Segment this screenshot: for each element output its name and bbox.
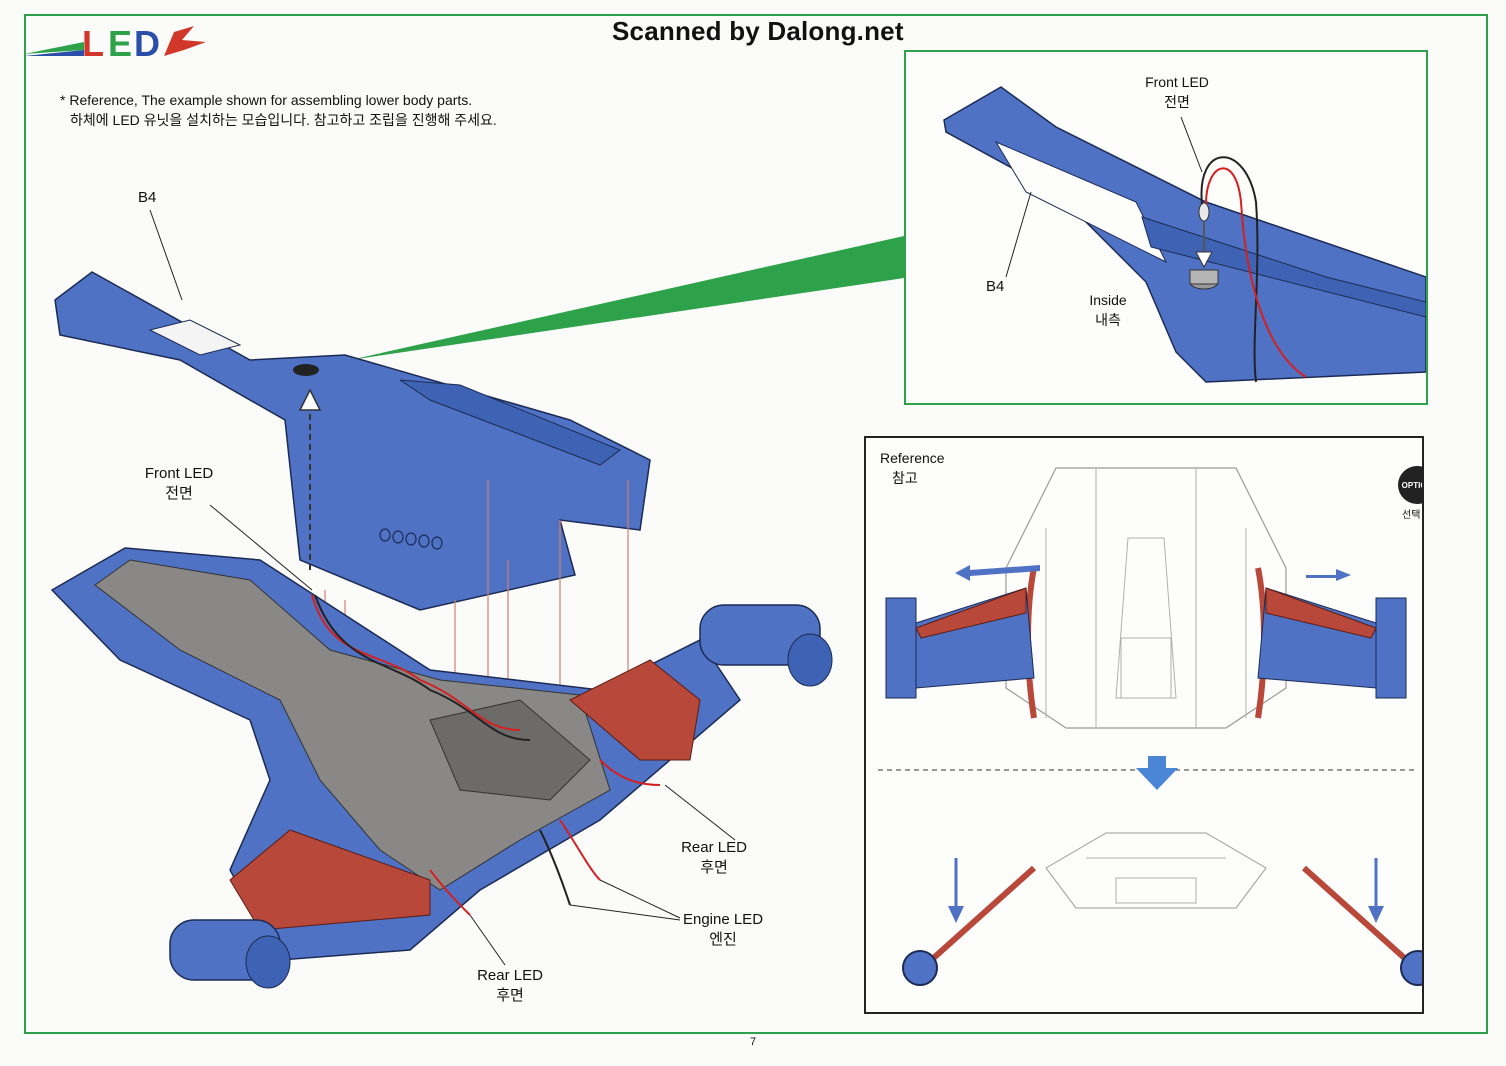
label-front-led: Front LED 전면	[132, 464, 226, 504]
inset-label-inside: Inside 내측	[1078, 290, 1138, 330]
label-rear-led-right-ko: 후면	[700, 859, 728, 876]
led-logo: L E D	[24, 23, 206, 64]
reference-diagram	[878, 467, 1422, 986]
reference-title-en: Reference	[880, 450, 945, 466]
label-b4: B4	[138, 189, 157, 206]
label-rear-led-bottom-ko: 후면	[496, 987, 524, 1004]
reference-note-ko: 하체에 LED 유닛을 설치하는 모습입니다. 참고하고 조립을 진행해 주세요…	[70, 112, 497, 128]
front-led-socket	[293, 364, 319, 376]
page-border	[24, 14, 1488, 1034]
svg-text:L: L	[82, 23, 104, 64]
option-label: 선택	[1402, 510, 1421, 521]
reference-box: Reference 참고 OPTION 선택	[864, 436, 1424, 1014]
inset-label-b4: B4	[986, 278, 1005, 295]
svg-text:E: E	[108, 23, 132, 64]
inset-front-led-detail: Front LED 전면 B4 Inside 내측	[904, 50, 1428, 405]
scan-credit: Scanned by Dalong.net	[612, 16, 904, 46]
label-front-led-ko: 전면	[165, 485, 193, 502]
label-rear-led-bottom-en: Rear LED	[477, 967, 543, 984]
inset-label-inside-en: Inside	[1089, 292, 1127, 308]
reference-title-ko: 참고	[892, 470, 918, 486]
inset-label-front-led: Front LED 전면	[1132, 72, 1222, 112]
label-front-led-en: Front LED	[144, 465, 214, 482]
inset-label-front-led-en: Front LED	[1145, 74, 1209, 90]
svg-text:D: D	[134, 23, 160, 64]
page-number: 7	[750, 1036, 757, 1048]
label-engine-led-en: Engine LED	[682, 911, 764, 928]
inset-diagram	[943, 86, 1426, 383]
inset-label-front-led-ko: 전면	[1164, 94, 1190, 110]
label-rear-led-right-en: Rear LED	[681, 839, 747, 856]
label-rear-led-right: Rear LED 후면	[674, 838, 754, 878]
part-lower-hull	[50, 547, 833, 989]
inset-label-inside-ko: 내측	[1095, 312, 1121, 328]
label-engine-led: Engine LED 엔진	[676, 910, 770, 950]
label-rear-led-bottom: Rear LED 후면	[470, 966, 550, 1006]
label-engine-led-ko: 엔진	[709, 931, 737, 948]
reference-note-en: * Reference, The example shown for assem…	[60, 92, 473, 108]
option-badge: OPTION	[1398, 466, 1422, 504]
reference-title: Reference 참고	[880, 448, 945, 488]
reference-note: * Reference, The example shown for assem…	[60, 90, 497, 130]
